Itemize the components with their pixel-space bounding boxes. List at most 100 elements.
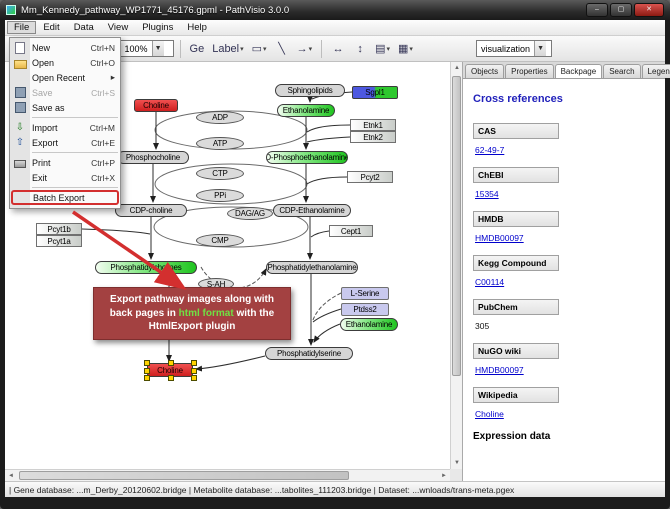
chevron-down-icon[interactable]: ▼: [151, 41, 164, 56]
grid-tool[interactable]: ▦▾: [395, 39, 416, 59]
menu-item-batch-export[interactable]: Batch Export: [11, 190, 119, 205]
tab-backpage[interactable]: Backpage: [554, 64, 603, 79]
xref-title[interactable]: ChEBI: [473, 167, 559, 183]
menubar-item-edit[interactable]: Edit: [43, 22, 60, 33]
stack-tool[interactable]: ▤▾: [372, 39, 393, 59]
line-tool[interactable]: ╲: [272, 39, 292, 59]
pathway-node-phosphocholine[interactable]: Phosphocholine: [117, 151, 189, 164]
selection-handle[interactable]: [168, 375, 174, 381]
pathway-node-ethanolamine-bottom[interactable]: Ethanolamine: [340, 318, 398, 331]
pathway-node-etnk1[interactable]: Etnk1: [350, 119, 396, 131]
menu-item-save-as[interactable]: Save as: [10, 100, 120, 115]
pathway-node-pcyt1b[interactable]: Pcyt1b: [36, 223, 82, 235]
pathway-node-phosphatidylserine[interactable]: Phosphatidylserine: [265, 347, 353, 360]
scroll-left-icon[interactable]: ◄: [8, 473, 14, 479]
minimize-button[interactable]: –: [586, 3, 608, 17]
pathway-node-ptdss2[interactable]: Ptdss2: [341, 303, 389, 316]
horizontal-scrollbar[interactable]: ◄ ►: [5, 469, 450, 481]
shape-tool[interactable]: ▭▾: [249, 39, 270, 59]
scroll-down-icon[interactable]: ▼: [454, 460, 460, 466]
pathway-node-cdp-ethanolamine[interactable]: CDP-Ethanolamine: [273, 204, 351, 217]
vertical-scroll-thumb[interactable]: [452, 76, 461, 376]
visualization-combobox[interactable]: visualization ▼: [476, 40, 552, 57]
zoom-combobox[interactable]: 100% ▼: [119, 40, 174, 57]
maximize-button[interactable]: ▢: [610, 3, 632, 17]
arrow-tool[interactable]: →▾: [294, 39, 316, 59]
pathway-node-ppi[interactable]: PPi: [196, 189, 244, 202]
pathway-node-sgpl1[interactable]: Sgpl1: [352, 86, 398, 99]
chevron-down-icon[interactable]: ▾: [386, 45, 390, 53]
pathway-node-dag-ag[interactable]: DAG/AG: [227, 207, 273, 220]
pathway-node-choline-top[interactable]: Choline: [134, 99, 178, 112]
xref-link[interactable]: C00114: [475, 277, 505, 287]
pathway-node-cept1[interactable]: Cept1: [329, 225, 373, 237]
xref-title[interactable]: Wikipedia: [473, 387, 559, 403]
selection-handle[interactable]: [191, 375, 197, 381]
menubar-item-help[interactable]: Help: [187, 22, 207, 33]
menubar-item-plugins[interactable]: Plugins: [142, 22, 174, 33]
arrow-tool-icon: →: [296, 42, 308, 55]
xref-title[interactable]: NuGO wiki: [473, 343, 559, 359]
xref-link[interactable]: Choline: [475, 409, 504, 419]
selection-handle[interactable]: [168, 360, 174, 366]
chevron-down-icon[interactable]: ▾: [409, 45, 413, 53]
pathway-node-sphingolipids[interactable]: Sphingolipids: [275, 84, 345, 97]
menubar-item-file[interactable]: File: [7, 21, 37, 34]
xref-title[interactable]: PubChem: [473, 299, 559, 315]
tab-search[interactable]: Search: [603, 64, 641, 78]
pathway-node-etnk2[interactable]: Etnk2: [350, 131, 396, 143]
xref-link[interactable]: HMDB00097: [475, 233, 524, 243]
pathway-node-choline-bottom[interactable]: Choline: [144, 360, 197, 381]
tab-objects[interactable]: Objects: [465, 64, 505, 78]
pathway-node-phosphatidylcholines[interactable]: Phosphatidylcholines: [95, 261, 197, 274]
grid-tool-icon: ▦: [398, 43, 409, 55]
selection-handle[interactable]: [191, 360, 197, 366]
pathway-node-adp[interactable]: ADP: [196, 111, 244, 124]
xref-title[interactable]: HMDB: [473, 211, 559, 227]
align-vertical-tool[interactable]: ↕: [350, 39, 370, 59]
pathway-node-cdp-choline[interactable]: CDP-choline: [115, 204, 187, 217]
xref-title[interactable]: CAS: [473, 123, 559, 139]
chevron-down-icon[interactable]: ▼: [534, 41, 547, 56]
chevron-down-icon[interactable]: ▾: [263, 45, 267, 53]
pathway-node-ctp[interactable]: CTP: [196, 167, 244, 180]
menubar-item-view[interactable]: View: [107, 22, 129, 33]
horizontal-scroll-thumb[interactable]: [19, 471, 349, 480]
pathway-node-phosphatidylethanolamine[interactable]: Phosphatidylethanolamine: [266, 261, 358, 274]
tab-legend[interactable]: Legend: [641, 64, 670, 78]
menubar-item-data[interactable]: Data: [73, 22, 94, 33]
close-button[interactable]: ✕: [634, 3, 664, 17]
pathway-node-pcyt1a[interactable]: Pcyt1a: [36, 235, 82, 247]
menu-item-open-recent[interactable]: Open Recent▸: [10, 70, 120, 85]
chevron-down-icon[interactable]: ▾: [308, 45, 313, 53]
selection-handle[interactable]: [144, 368, 150, 374]
gene-product-tool[interactable]: Ge: [187, 39, 208, 59]
scroll-up-icon[interactable]: ▲: [454, 65, 460, 71]
pathway-node-o-phosphoethanolamine[interactable]: O-Phosphoethanolamine: [266, 151, 348, 164]
selection-handle[interactable]: [144, 375, 150, 381]
selection-handle[interactable]: [191, 368, 197, 374]
vertical-scrollbar[interactable]: ▲ ▼: [450, 62, 462, 469]
pathway-node-ethanolamine-top[interactable]: Ethanolamine: [277, 104, 335, 117]
pathway-node-pcyt2[interactable]: Pcyt2: [347, 171, 393, 183]
xref-link[interactable]: HMDB00097: [475, 365, 524, 375]
pathway-node-atp[interactable]: ATP: [196, 137, 244, 150]
xref-link[interactable]: 15354: [475, 189, 499, 199]
tab-properties[interactable]: Properties: [505, 64, 554, 78]
align-horizontal-tool[interactable]: ↔: [328, 39, 348, 59]
chevron-down-icon[interactable]: ▾: [240, 45, 244, 53]
label-tool[interactable]: Label▾: [209, 39, 246, 59]
xref-title[interactable]: Kegg Compound: [473, 255, 559, 271]
xref-link[interactable]: 62-49-7: [475, 145, 505, 155]
scroll-right-icon[interactable]: ►: [441, 473, 447, 479]
selection-handle[interactable]: [144, 360, 150, 366]
pathway-node-l-serine[interactable]: L-Serine: [341, 287, 389, 300]
pathway-node-cmp[interactable]: CMP: [196, 234, 244, 247]
